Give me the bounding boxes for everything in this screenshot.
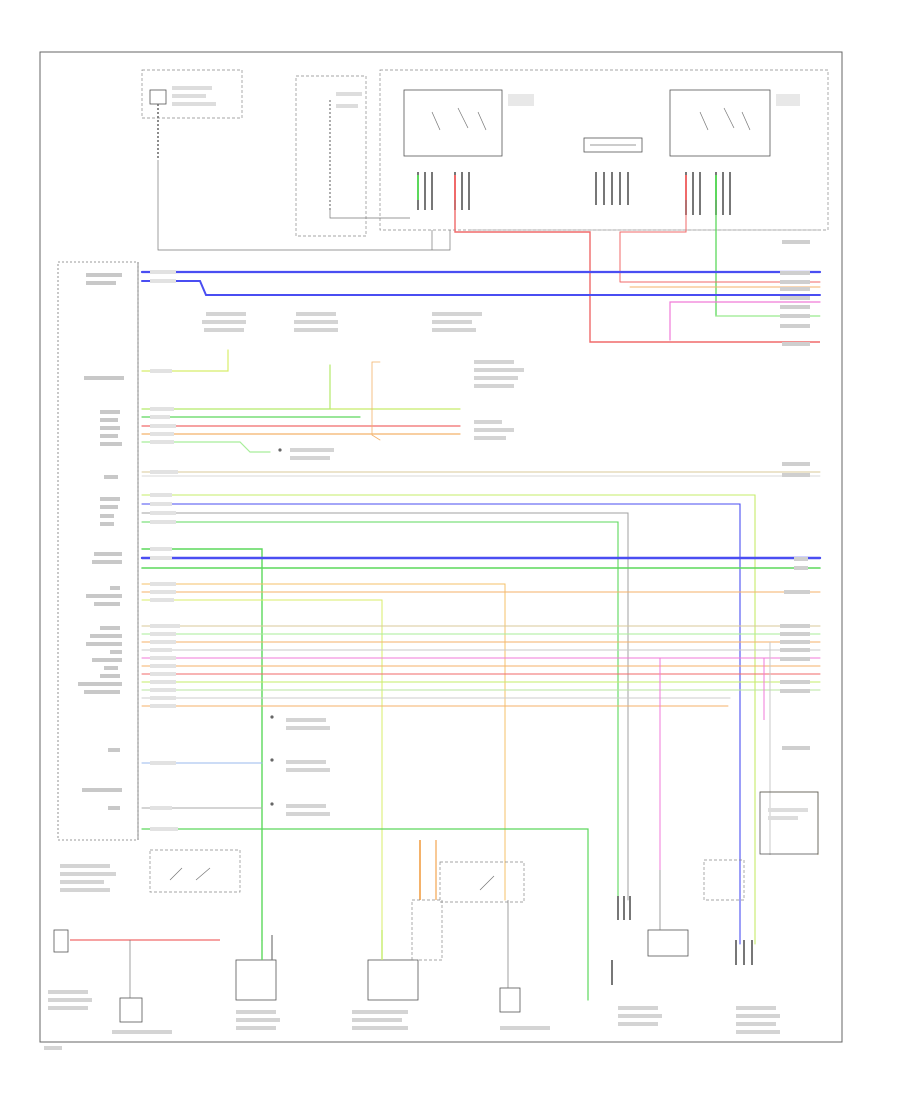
- speed-sensor: [647, 859, 745, 957]
- horizontal-wires: [140, 270, 822, 1001]
- junction-connector: [583, 137, 643, 153]
- main-relay-1: [403, 89, 534, 157]
- ecm-connector: [57, 261, 139, 841]
- pressure-sensor: [367, 840, 443, 1001]
- ignition-switch: [149, 849, 241, 893]
- mid-component-labels: [202, 312, 524, 816]
- underhood-relay-box: [379, 69, 829, 231]
- bottom-component-labels: [44, 864, 780, 1050]
- wire-red-relay2: [619, 200, 687, 282]
- fuel-pump-relay: [235, 935, 277, 1001]
- right-wire-labels: [780, 240, 810, 750]
- splice-markers: [270, 448, 282, 806]
- wire-red-relay1: [454, 200, 820, 343]
- sensor-left: [53, 929, 220, 1023]
- transmission-switch: [439, 861, 525, 1013]
- main-relay-2: [669, 89, 800, 157]
- bottom-connector-pins: [611, 896, 753, 985]
- fuse-block-left: [141, 69, 243, 160]
- fuse-block-center: [295, 75, 367, 237]
- diagram-frame: [39, 51, 843, 1043]
- top-bus-lines: [157, 160, 820, 251]
- connector-pins-top: [417, 172, 731, 215]
- right-module: [759, 791, 819, 855]
- top-wire-tails: [417, 175, 717, 200]
- right-vertical-wires: [659, 642, 819, 870]
- ecm-pin-labels: [78, 273, 124, 810]
- wire-code-labels: [150, 270, 180, 831]
